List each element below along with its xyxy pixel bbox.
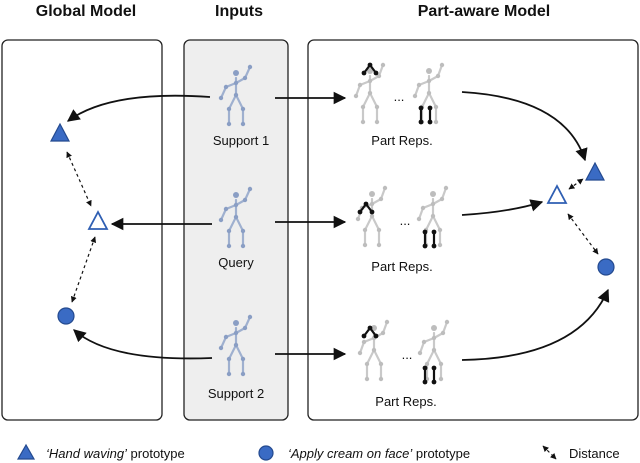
- hand-waving-prototype-part-icon: [585, 161, 605, 181]
- legend-hand-waving: ‘Hand waving’ prototype: [46, 446, 185, 461]
- legend-distance-icon: [542, 445, 557, 460]
- ellipsis-3: ...: [402, 347, 413, 362]
- part-reps-label-1: Part Reps.: [371, 133, 432, 148]
- query-global-icon: [87, 210, 109, 230]
- hand-waving-prototype-global-icon: [50, 122, 70, 142]
- query-part-icon: [546, 184, 568, 204]
- arrow-parts1-to-prototype: [461, 91, 588, 162]
- distance-part-1: [568, 178, 584, 190]
- distance-part-2: [567, 213, 599, 255]
- inputs-panel: [183, 39, 289, 421]
- part-aware-model-panel: [307, 39, 639, 421]
- support2-label: Support 2: [208, 386, 264, 401]
- ellipsis-1: ...: [394, 89, 405, 104]
- apply-cream-prototype-part-icon: [597, 258, 615, 276]
- distance-global-1: [66, 151, 92, 207]
- legend: ‘Hand waving’ prototype ‘Apply cream on …: [16, 443, 620, 461]
- legend-apply-cream-italic: ‘Apply cream on face’: [288, 446, 413, 461]
- legend-hand-waving-rest: prototype: [127, 446, 185, 461]
- legend-hand-waving-italic: ‘Hand waving’: [46, 446, 128, 461]
- legend-distance: Distance: [569, 446, 620, 461]
- legend-apply-cream-rest: prototype: [412, 446, 470, 461]
- inputs-title: Inputs: [215, 3, 263, 20]
- legend-apply-cream-icon: [258, 445, 274, 461]
- part-aware-model-title: Part-aware Model: [418, 3, 550, 20]
- apply-cream-prototype-global-icon: [57, 307, 75, 325]
- arrow-parts2-to-query: [461, 199, 544, 216]
- global-model-title: Global Model: [36, 3, 136, 20]
- distance-global-2: [70, 236, 97, 303]
- query-label: Query: [218, 255, 254, 270]
- support1-label: Support 1: [213, 133, 269, 148]
- arrow-parts3-to-prototype: [461, 288, 610, 361]
- part-reps-row3: ...: [356, 318, 451, 386]
- ellipsis-2: ...: [400, 213, 411, 228]
- part-reps-label-3: Part Reps.: [375, 394, 436, 409]
- legend-hand-waving-icon: [16, 443, 36, 460]
- arrow-support2-to-global: [73, 329, 213, 360]
- part-reps-label-2: Part Reps.: [371, 259, 432, 274]
- part-reps-row2: ...: [354, 184, 450, 250]
- part-reps-row1: ...: [352, 61, 446, 126]
- arrow-support1-to-global: [66, 94, 211, 122]
- global-model-panel: [1, 39, 163, 421]
- legend-apply-cream: ‘Apply cream on face’ prototype: [288, 446, 470, 461]
